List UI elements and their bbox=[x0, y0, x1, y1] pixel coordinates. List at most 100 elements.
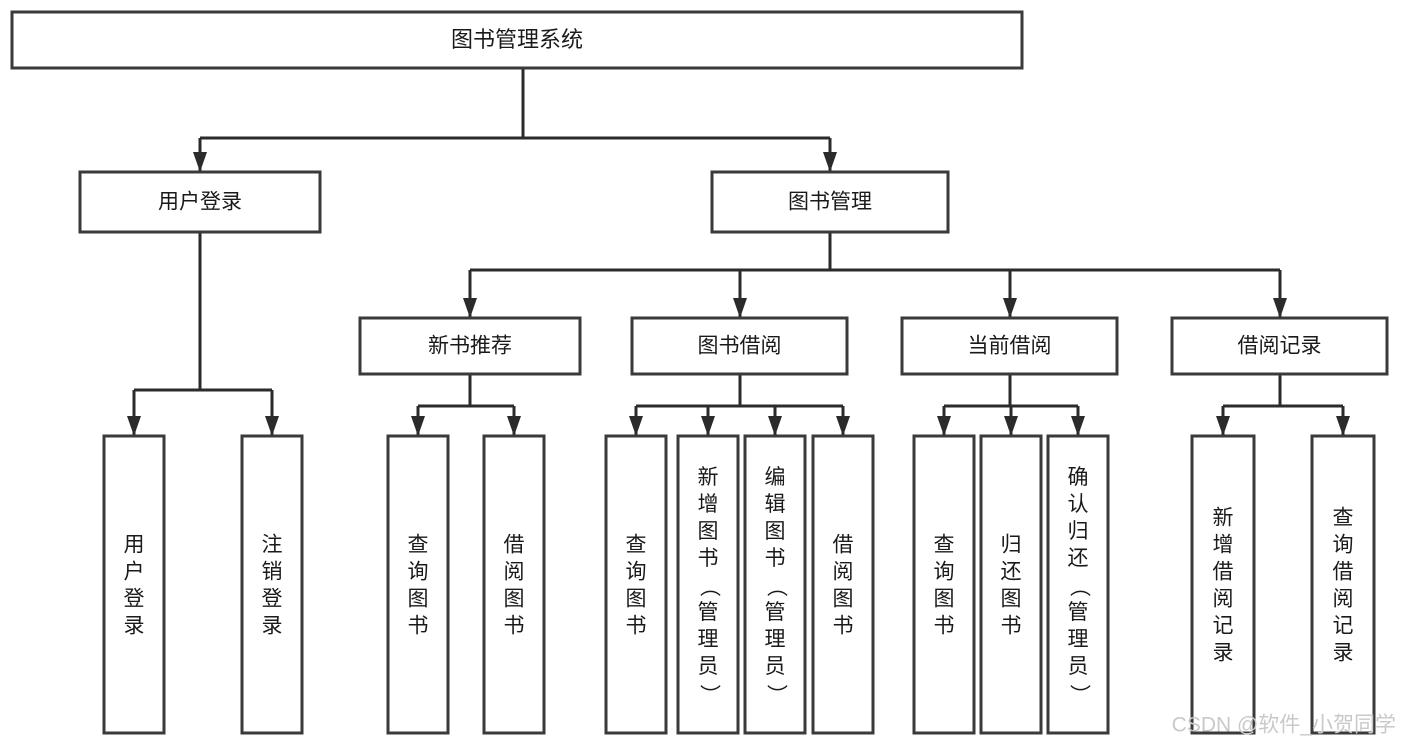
node-level2-user-login[interactable]: 用户登录 bbox=[78, 170, 322, 234]
node-level3-current-borrow[interactable]: 当前借阅 bbox=[900, 316, 1119, 376]
node-label: 用户登录 bbox=[158, 191, 242, 214]
node-rect[interactable] bbox=[1046, 434, 1110, 735]
node-level2-book-manage[interactable]: 图书管理 bbox=[710, 170, 950, 234]
node-rect[interactable] bbox=[1310, 434, 1376, 735]
node-rect[interactable] bbox=[604, 434, 668, 735]
connector-book-borrow-to-leaves bbox=[636, 374, 843, 408]
node-label-char: （ bbox=[764, 576, 787, 597]
node-rect[interactable] bbox=[979, 434, 1043, 735]
node-label-char: 阅 bbox=[1213, 588, 1234, 611]
node-label-char: 询 bbox=[934, 561, 955, 584]
node-level3-book-borrow[interactable]: 图书借阅 bbox=[630, 316, 849, 376]
node-label-char: 理 bbox=[1068, 628, 1089, 651]
node-rect[interactable] bbox=[386, 434, 450, 735]
node-rect[interactable] bbox=[358, 316, 582, 376]
connector-new-book-rec-to-leaves bbox=[418, 374, 514, 408]
connector-user-login-to-leaves bbox=[134, 232, 272, 392]
node-label-char: 图 bbox=[765, 520, 786, 543]
node-label-char: 登 bbox=[262, 588, 283, 611]
node-label-char: 借 bbox=[1333, 561, 1354, 584]
node-label-char: 图 bbox=[1001, 588, 1022, 611]
node-label-char: 阅 bbox=[504, 561, 525, 584]
node-label-char: 书 bbox=[1001, 615, 1022, 638]
node-rect[interactable] bbox=[78, 170, 322, 234]
node-rect[interactable] bbox=[240, 434, 304, 735]
arrow-head-icon bbox=[1003, 298, 1017, 318]
node-label-char: 新 bbox=[698, 466, 719, 489]
node-label-char: ） bbox=[1067, 684, 1090, 705]
node-label-char: 编 bbox=[765, 466, 786, 489]
node-label-char: 管 bbox=[765, 601, 786, 624]
node-label-char: 录 bbox=[1213, 642, 1234, 665]
node-rect[interactable] bbox=[912, 434, 976, 735]
arrow-head-icon bbox=[1004, 416, 1018, 436]
node-label-char: 登 bbox=[124, 588, 145, 611]
node-label: 图书管理系统 bbox=[451, 27, 583, 52]
node-label-char: 查 bbox=[408, 534, 429, 557]
node-label: 当前借阅 bbox=[968, 335, 1052, 358]
node-label-char: 确 bbox=[1068, 466, 1089, 489]
node-rect[interactable] bbox=[710, 170, 950, 234]
node-label-char: 图 bbox=[504, 588, 525, 611]
node-level3-borrow-record[interactable]: 借阅记录 bbox=[1170, 316, 1389, 376]
node-rect[interactable] bbox=[676, 434, 740, 735]
connector-root-to-level2 bbox=[200, 68, 830, 140]
node-label-char: 书 bbox=[504, 615, 525, 638]
connectors-layer bbox=[127, 68, 1350, 436]
node-label-char: 还 bbox=[1068, 547, 1089, 570]
node-level3-new-book-rec[interactable]: 新书推荐 bbox=[358, 316, 582, 376]
nodes-layer: 图书管理系统用户登录图书管理新书推荐图书借阅当前借阅借阅记录用户登录注销登录查询… bbox=[10, 10, 1389, 735]
node-label-char: 借 bbox=[504, 534, 525, 557]
node-rect[interactable] bbox=[482, 434, 546, 735]
node-label-char: 员 bbox=[698, 655, 719, 678]
csdn-watermark: CSDN @软件_小贺同学 bbox=[1172, 714, 1396, 737]
node-label: 图书借阅 bbox=[698, 335, 782, 358]
node-label-char: 图 bbox=[626, 588, 647, 611]
node-label-char: 员 bbox=[765, 655, 786, 678]
node-root-node-图书管理系统[interactable]: 图书管理系统 bbox=[10, 10, 1024, 70]
node-rect[interactable] bbox=[900, 316, 1119, 376]
node-label-char: 录 bbox=[262, 615, 283, 638]
node-rect[interactable] bbox=[811, 434, 875, 735]
node-label-char: 书 bbox=[934, 615, 955, 638]
node-leaf-leaf-user-login[interactable]: 用户登录 bbox=[102, 434, 166, 735]
node-label-char: 阅 bbox=[833, 561, 854, 584]
node-label-char: 管 bbox=[1068, 601, 1089, 624]
node-label-char: 借 bbox=[833, 534, 854, 557]
node-label-char: 查 bbox=[934, 534, 955, 557]
arrow-head-icon bbox=[836, 416, 850, 436]
node-rect[interactable] bbox=[1170, 316, 1389, 376]
node-label-char: 归 bbox=[1001, 534, 1022, 557]
node-label-char: 户 bbox=[124, 561, 145, 584]
node-rect[interactable] bbox=[10, 10, 1024, 70]
node-label-char: 阅 bbox=[1333, 588, 1354, 611]
node-label-char: （ bbox=[1067, 576, 1090, 597]
node-rect[interactable] bbox=[102, 434, 166, 735]
arrow-head-icon bbox=[1273, 298, 1287, 318]
node-label-char: 销 bbox=[262, 561, 283, 584]
arrow-head-icon bbox=[629, 416, 643, 436]
node-label-char: 注 bbox=[262, 534, 283, 557]
node-rect[interactable] bbox=[630, 316, 849, 376]
arrow-head-icon bbox=[1336, 416, 1350, 436]
node-label-char: 询 bbox=[1333, 534, 1354, 557]
node-label-char: 图 bbox=[698, 520, 719, 543]
arrow-head-icon bbox=[265, 416, 279, 436]
node-rect[interactable] bbox=[743, 434, 807, 735]
node-rect[interactable] bbox=[1190, 434, 1256, 735]
